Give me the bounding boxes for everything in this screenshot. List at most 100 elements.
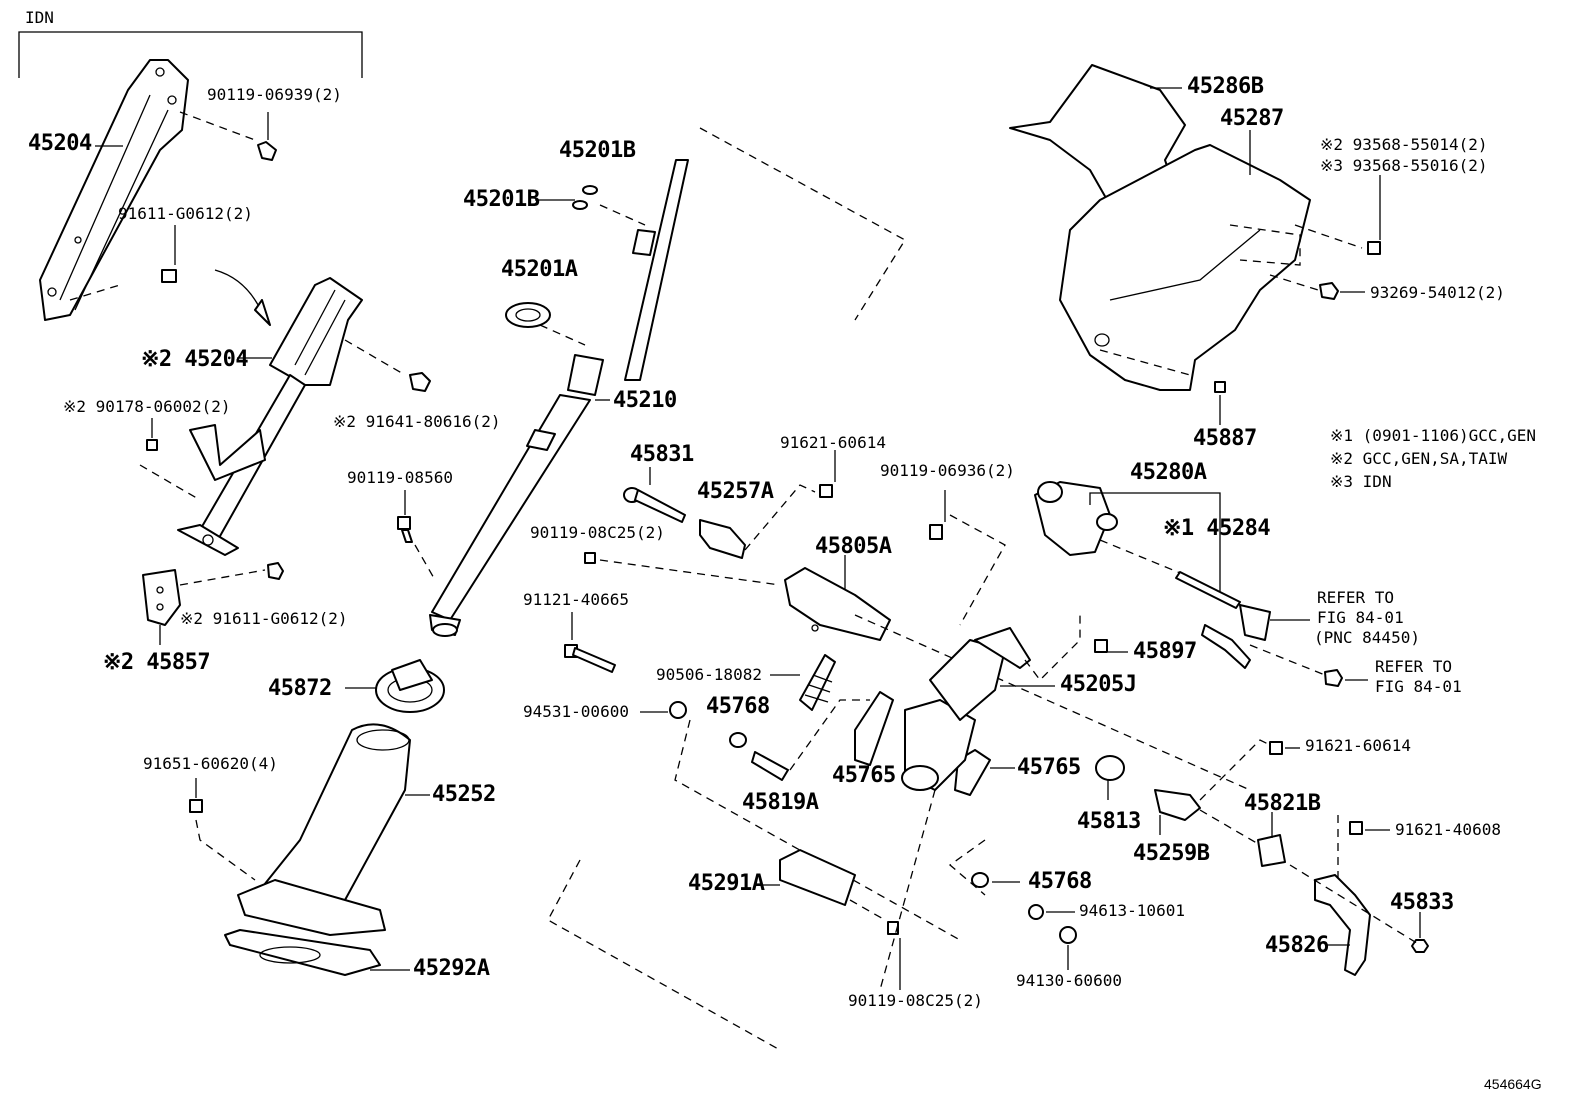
bolt-refer xyxy=(1324,669,1343,687)
label-94130-60600: 94130-60600 xyxy=(1016,971,1122,990)
part-lock-body xyxy=(901,627,1031,791)
bolt-90178 xyxy=(146,418,158,451)
part-45821b xyxy=(1257,834,1286,867)
label-91611-g0612: 91611-G0612(2) xyxy=(118,204,253,223)
nut-45768-b xyxy=(971,872,989,888)
label-91621-60614-b: 91621-60614 xyxy=(1305,736,1411,755)
part-45257a xyxy=(699,519,746,559)
label-45821b: 45821B xyxy=(1244,791,1321,816)
note-1: ※1 (0901-1106)GCC,GEN xyxy=(1330,426,1537,445)
part-45831-bolt xyxy=(623,487,686,523)
label-93568-55014: ※2 93568-55014(2) xyxy=(1320,135,1488,154)
part-45813 xyxy=(1095,755,1125,781)
bolt-91621-60614-a xyxy=(819,450,836,498)
note-3: ※3 IDN xyxy=(1330,472,1392,491)
label-45259b: 45259B xyxy=(1133,841,1210,866)
label-94531-00600: 94531-00600 xyxy=(523,702,629,721)
label-45210: 45210 xyxy=(613,388,677,413)
bolt-90119-08c25-a xyxy=(584,552,596,564)
label-45826: 45826 xyxy=(1265,933,1329,958)
bolt-90119-06939 xyxy=(257,112,277,161)
part-45826 xyxy=(1314,874,1371,976)
label-90119-08c25-b: 90119-08C25(2) xyxy=(848,991,983,1010)
nut-45768-a xyxy=(729,732,747,748)
nut-94613 xyxy=(1028,904,1044,920)
part-45292a-gasket xyxy=(224,929,381,976)
label-45768-b: 45768 xyxy=(1028,869,1092,894)
part-45280a xyxy=(1034,481,1118,556)
label-45204: 45204 xyxy=(28,131,92,156)
label-45765-a: 45765 xyxy=(832,763,896,788)
clip-45201b xyxy=(572,185,598,210)
label-90178-06002: ※2 90178-06002(2) xyxy=(63,397,231,416)
label-91641-80616: ※2 91641-80616(2) xyxy=(333,412,501,431)
label-93568-55016: ※3 93568-55016(2) xyxy=(1320,156,1488,175)
part-45805a xyxy=(784,567,891,641)
refer-to-1-line3: (PNC 84450) xyxy=(1314,628,1420,647)
label-45813: 45813 xyxy=(1077,809,1141,834)
label-45284: ※1 45284 xyxy=(1163,516,1271,541)
bolt-93568 xyxy=(1367,175,1381,255)
label-91121-40665: 91121-40665 xyxy=(523,590,629,609)
part-connector xyxy=(1201,604,1271,669)
label-45857: ※2 45857 xyxy=(103,650,211,675)
bolt-93269 xyxy=(1319,282,1339,300)
label-45205j: 45205J xyxy=(1060,672,1137,697)
bolt-91611-top xyxy=(161,225,177,283)
label-45201b-a: 45201B xyxy=(559,138,636,163)
part-45204-top xyxy=(39,59,189,321)
idn-group-label: IDN xyxy=(25,8,54,27)
part-45872-boot xyxy=(375,659,445,713)
label-45819a: 45819A xyxy=(742,790,819,815)
clip-45887 xyxy=(1214,381,1226,425)
label-45831: 45831 xyxy=(630,442,694,467)
part-45204-s2 xyxy=(177,277,363,556)
label-45287: 45287 xyxy=(1220,106,1284,131)
label-45765-b: 45765 xyxy=(1017,755,1081,780)
label-91621-40608: 91621-40608 xyxy=(1395,820,1501,839)
bolt-90119-08c25-b xyxy=(887,921,901,990)
label-90119-08c25-a: 90119-08C25(2) xyxy=(530,523,665,542)
label-45257a: 45257A xyxy=(697,479,774,504)
part-45210-shaft xyxy=(429,159,689,637)
part-45284 xyxy=(1175,571,1241,609)
label-45252: 45252 xyxy=(432,782,496,807)
label-45768-a: 45768 xyxy=(706,694,770,719)
bolt-91611-s2 xyxy=(267,562,284,580)
note-2: ※2 GCC,GEN,SA,TAIW xyxy=(1330,449,1508,468)
label-90119-06939: 90119-06939(2) xyxy=(207,85,342,104)
nut-94130 xyxy=(1059,926,1077,944)
part-45857 xyxy=(142,569,181,626)
label-45201a: 45201A xyxy=(501,257,578,282)
part-45291a xyxy=(779,849,856,906)
refer-to-2-line1: REFER TO xyxy=(1375,657,1453,676)
label-45286b: 45286B xyxy=(1187,74,1264,99)
bolt-90119-06936 xyxy=(929,490,946,540)
label-90119-08560: 90119-08560 xyxy=(347,468,453,487)
part-45252-cover xyxy=(237,723,411,936)
bolt-91121 xyxy=(564,644,616,673)
nut-45833 xyxy=(1411,912,1429,953)
part-45287 xyxy=(1059,144,1311,391)
label-91651-60620: 91651-60620(4) xyxy=(143,754,278,773)
label-45292a: 45292A xyxy=(413,956,490,981)
part-45765-a xyxy=(854,691,894,766)
refer-to-1-line2: FIG 84-01 xyxy=(1317,608,1404,627)
label-45887: 45887 xyxy=(1193,426,1257,451)
bolt-91621-60614-b xyxy=(1269,741,1283,755)
label-91621-60614-a: 91621-60614 xyxy=(780,433,886,452)
part-45819a xyxy=(751,751,789,781)
part-90506-spring xyxy=(799,654,836,711)
figure-id: 454664G xyxy=(1484,1076,1542,1092)
part-45897 xyxy=(1094,639,1108,653)
label-94613-10601: 94613-10601 xyxy=(1079,901,1185,920)
bolt-90119-08560 xyxy=(397,490,413,543)
bolt-91641 xyxy=(409,372,431,392)
label-45204-s2: ※2 45204 xyxy=(141,347,249,372)
part-45259b xyxy=(1154,789,1201,821)
label-90506-18082: 90506-18082 xyxy=(656,665,762,684)
label-45833: 45833 xyxy=(1390,890,1454,915)
label-45872: 45872 xyxy=(268,676,332,701)
